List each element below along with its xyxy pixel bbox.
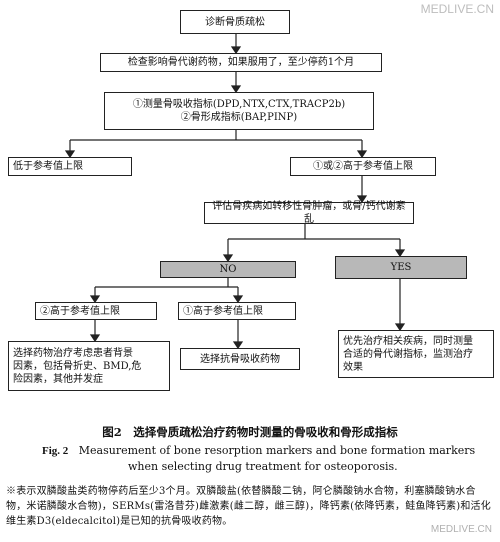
node-choose-anti: 选择抗骨吸收药物 [180, 348, 300, 370]
node-prioritize: 优先治疗相关疾病，同时测量 合适的骨代谢指标，监测治疗 效果 [338, 330, 494, 378]
figure-caption-en-line1: Measurement of bone resorption markers a… [78, 444, 476, 457]
node-b1-high: ①高于参考值上限 [178, 302, 296, 320]
node-markers: ①测量骨吸收指标(DPD,NTX,CTX,TRACP2b) ②骨形成指标(BAP… [104, 92, 374, 130]
node-above-ref: ①或②高于参考值上限 [290, 157, 436, 176]
watermark-bottom: MEDLIVE.CN [430, 524, 492, 535]
node-no: NO [160, 261, 296, 278]
flowchart-connectors [64, 34, 406, 350]
node-b2-high: ②高于参考值上限 [35, 302, 157, 320]
node-check-drugs: 检查影响骨代谢药物，如果服用了，至少停药1个月 [100, 53, 382, 72]
node-choose-drug: 选择药物治疗考虑患者背景 因素，包括骨折史、BMD,危 险因素，其他并发症 [8, 341, 170, 391]
figure-label: Fig. 2 [42, 445, 69, 457]
figure-caption-en: Fig. 2 Measurement of bone resorption ma… [42, 443, 492, 474]
watermark-top: MEDLIVE.CN [420, 2, 494, 16]
figure-caption-cn: 图2 选择骨质疏松治疗药物时测量的骨吸收和骨形成指标 [102, 425, 398, 439]
figure-caption-en-line2: when selecting drug treatment for osteop… [128, 460, 398, 473]
footnote: ※表示双膦酸盐类药物停药后至少3个月。双膦酸盐(依替膦酸二钠，阿仑膦酸钠水合物，… [6, 486, 491, 527]
node-evaluate: 评估骨疾病如转移性骨肿瘤，或骨/钙代谢紊乱 [204, 201, 414, 225]
node-diagnose: 诊断骨质疏松 [180, 10, 290, 34]
node-yes: YES [335, 256, 467, 279]
node-below-ref: 低于参考值上限 [8, 157, 132, 176]
